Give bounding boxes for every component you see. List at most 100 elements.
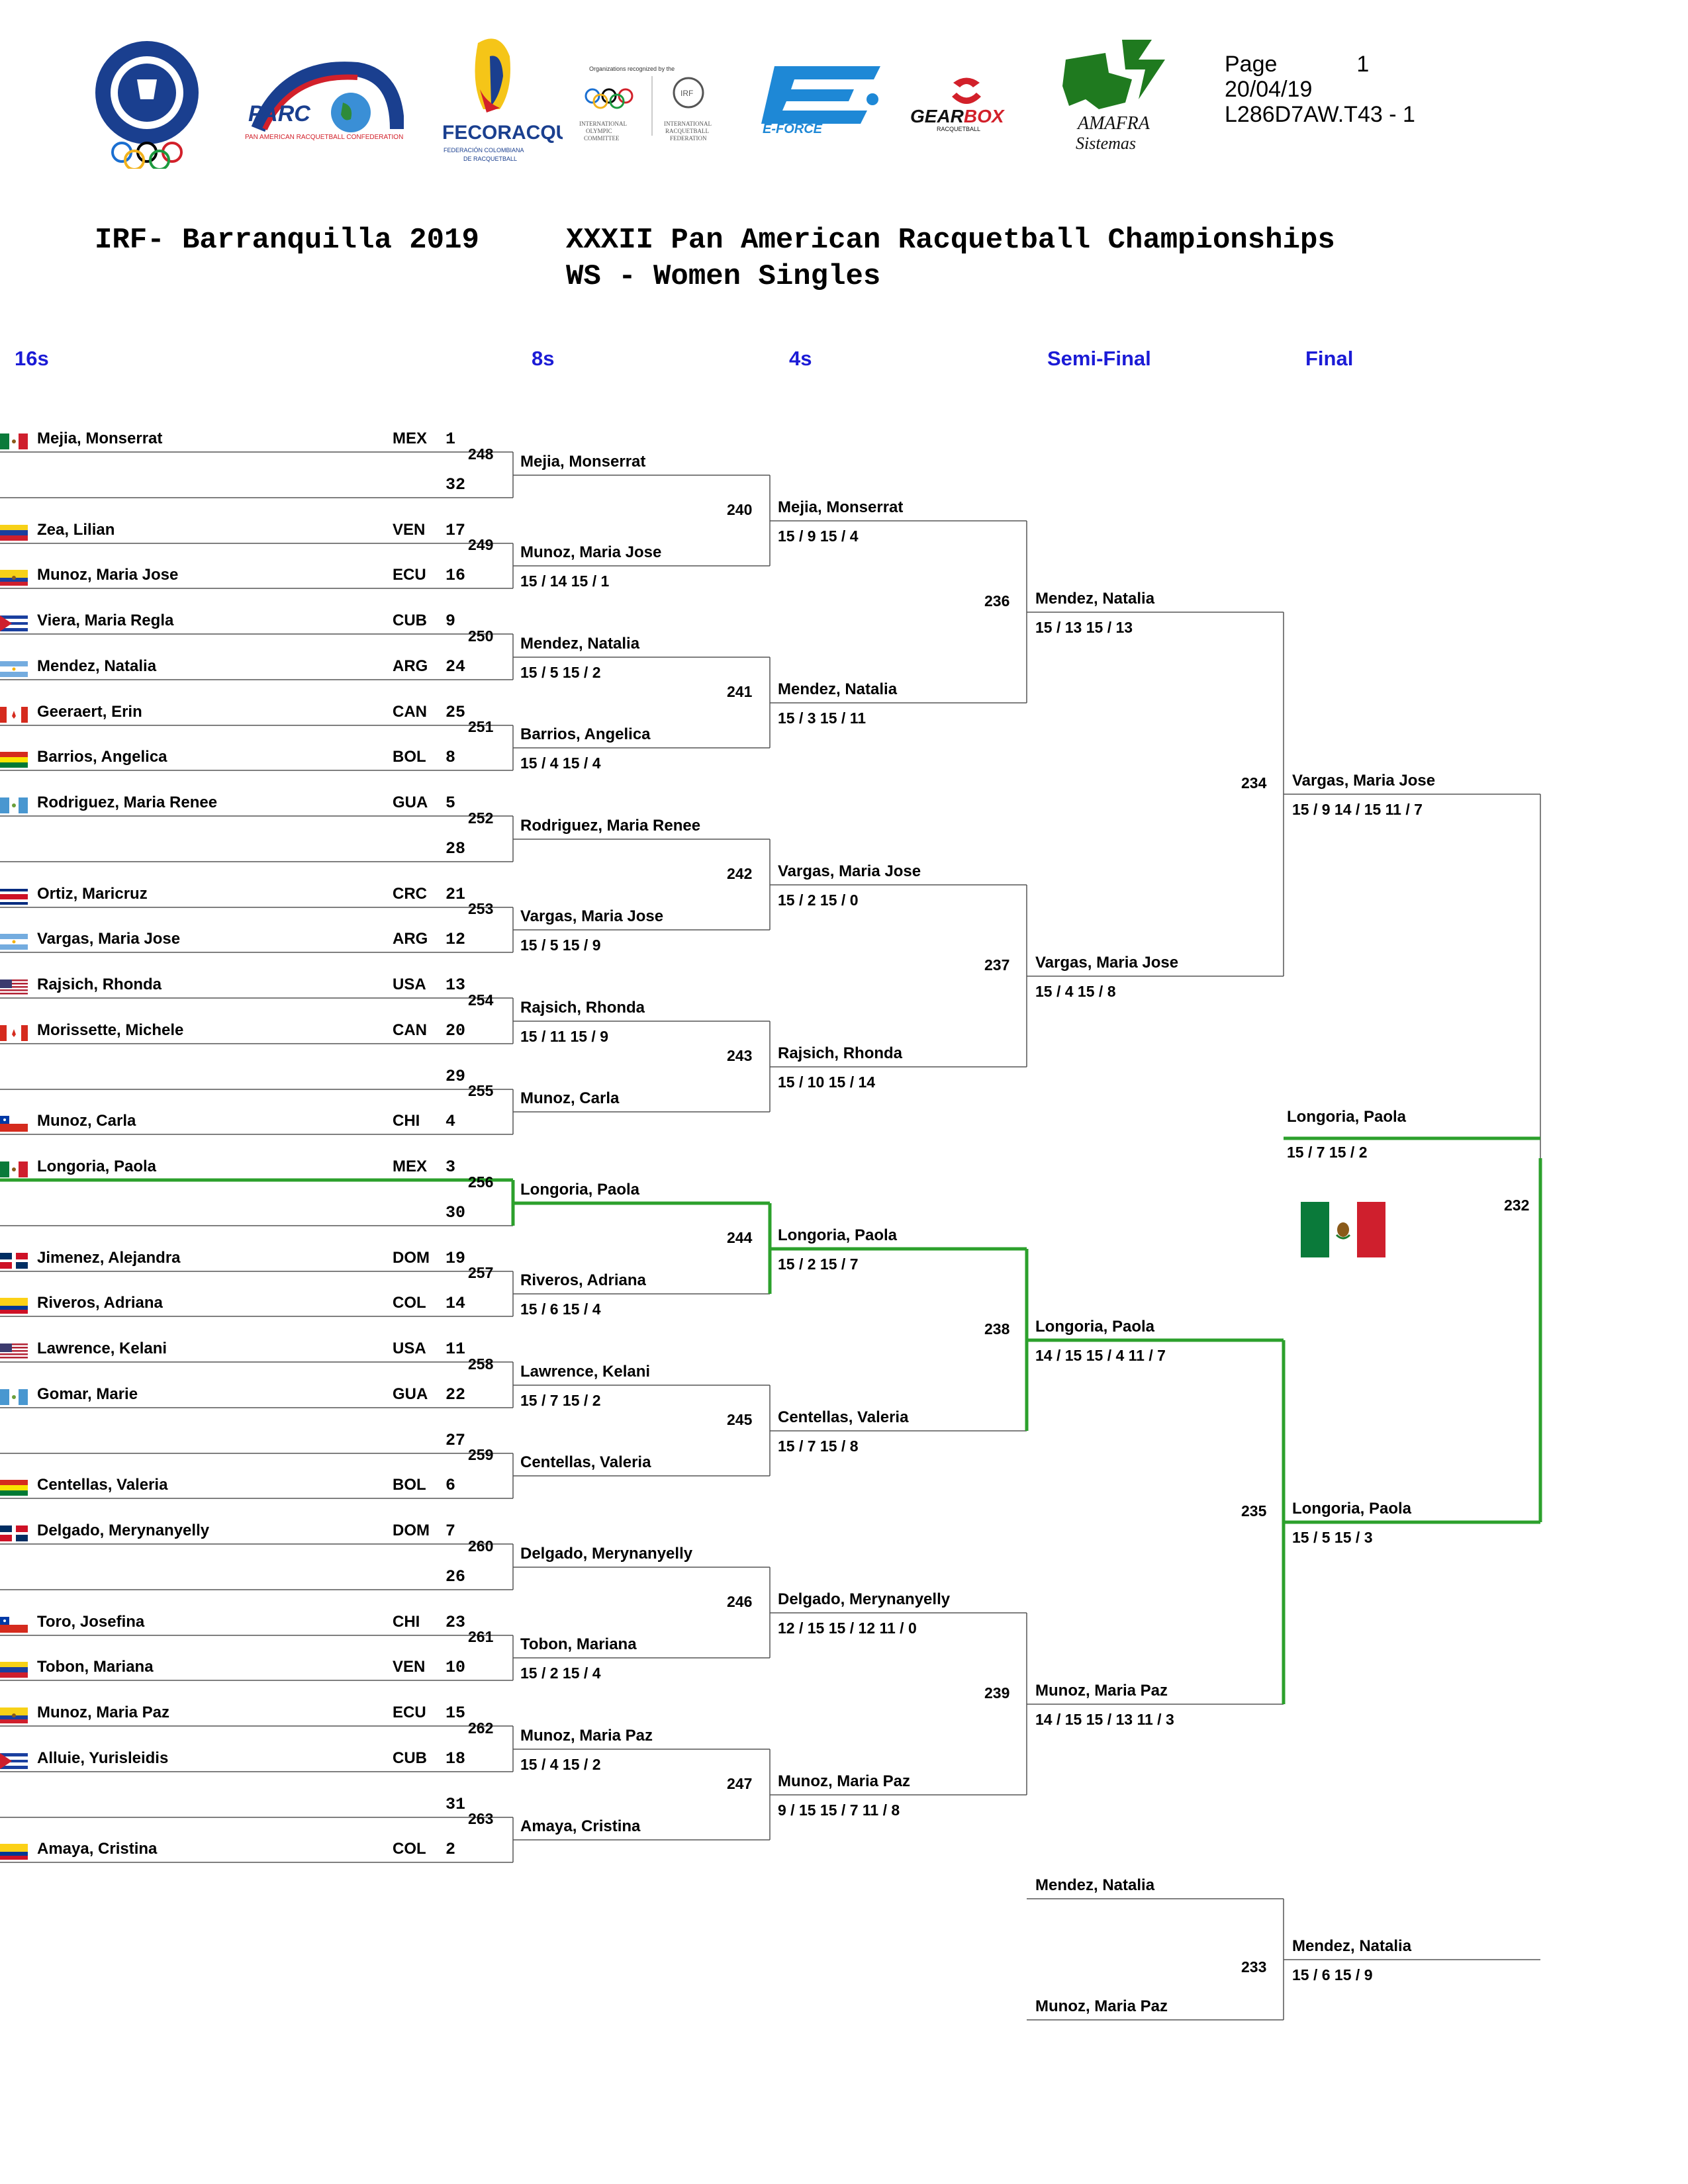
svg-text:AMAFRA: AMAFRA <box>1076 113 1150 134</box>
player-country: CAN <box>393 703 427 721</box>
player-seed: 22 <box>445 1385 466 1404</box>
match-winner: Munoz, Maria Jose <box>520 543 662 561</box>
match-winner: Munoz, Maria Paz <box>1035 1682 1168 1700</box>
flag-graphic <box>0 707 28 723</box>
player-country: CRC <box>393 885 427 903</box>
player-seed: 24 <box>445 657 466 676</box>
round-header-4s: 4s <box>789 347 812 370</box>
panam-sports-logo <box>81 33 213 171</box>
match-number: 242 <box>727 865 753 882</box>
player-country: ARG <box>393 930 428 948</box>
match-number: 244 <box>727 1229 753 1246</box>
player-country: COL <box>393 1840 426 1858</box>
flag-bol-icon <box>0 752 28 768</box>
player-name: Mejia, Monserrat <box>37 430 163 447</box>
flag-graphic <box>0 1617 28 1633</box>
flag-usa-icon <box>0 1343 28 1359</box>
player-country: USA <box>393 976 426 993</box>
flag-chi-icon <box>0 1617 28 1633</box>
flag-bol-icon <box>0 1480 28 1496</box>
match-number: 240 <box>727 501 753 518</box>
match-score: 15 / 9 15 / 4 <box>778 527 859 545</box>
match-number: 232 <box>1504 1197 1530 1214</box>
flag-graphic <box>0 1343 28 1359</box>
flag-graphic <box>0 1116 28 1132</box>
report-code: L286D7AW.T43 - 1 <box>1225 102 1415 127</box>
champion-name: Longoria, Paola <box>1287 1108 1407 1126</box>
player-name: Gomar, Marie <box>37 1385 138 1403</box>
match-score: 15 / 3 15 / 11 <box>778 709 867 727</box>
championship-title: XXXII Pan American Racquetball Champions… <box>566 224 1335 257</box>
player-name: Vargas, Maria Jose <box>37 930 181 948</box>
svg-text:INTERNATIONAL: INTERNATIONAL <box>579 120 627 127</box>
player-country: ARG <box>393 657 428 675</box>
gearbox-logo: GEARBOX RACQUETBALL <box>907 73 1026 132</box>
round-header-16s: 16s <box>15 347 49 370</box>
match-score: 12 / 15 15 / 12 11 / 0 <box>778 1619 917 1637</box>
player-name: Munoz, Carla <box>37 1112 136 1130</box>
player-seed: 8 <box>445 748 456 767</box>
svg-text:RACQUETBALL: RACQUETBALL <box>665 128 709 134</box>
match-winner: Longoria, Paola <box>520 1181 640 1199</box>
match-score: 15 / 7 15 / 2 <box>520 1392 601 1409</box>
flag-graphic <box>0 433 28 449</box>
match-number: 237 <box>984 956 1010 974</box>
player-seed: 5 <box>445 794 456 813</box>
match-number: 251 <box>468 718 494 735</box>
match-number: 260 <box>468 1537 494 1555</box>
player-country: MEX <box>393 430 428 447</box>
match-score: 15 / 10 15 / 14 <box>778 1073 876 1091</box>
match-score: 15 / 6 15 / 4 <box>520 1300 601 1318</box>
round-header-final: Final <box>1305 347 1354 370</box>
player-seed: 28 <box>445 839 466 858</box>
match-score: 14 / 15 15 / 13 11 / 3 <box>1035 1711 1174 1728</box>
match-score: 15 / 14 15 / 1 <box>520 572 610 590</box>
flag-ven-icon <box>0 1662 28 1678</box>
match-number: 243 <box>727 1047 753 1064</box>
player-seed: 3 <box>445 1158 456 1177</box>
flag-graphic <box>0 1753 28 1769</box>
round-header-semifinal: Semi-Final <box>1047 347 1151 370</box>
player-seed: 13 <box>445 976 466 995</box>
match-score: 15 / 13 15 / 13 <box>1035 619 1133 636</box>
flag-col-icon <box>0 1844 28 1860</box>
flag-dom-icon <box>0 1525 28 1541</box>
player-country: CHI <box>393 1613 420 1631</box>
match-winner: Longoria, Paola <box>1292 1500 1412 1518</box>
player-seed: 9 <box>445 612 456 631</box>
flag-ecu-icon <box>0 570 28 586</box>
match-winner: Vargas, Maria Jose <box>520 907 664 925</box>
player-seed: 30 <box>445 1203 466 1222</box>
player-seed: 7 <box>445 1522 456 1541</box>
player-country: COL <box>393 1294 426 1312</box>
flag-can-icon <box>0 1025 28 1041</box>
flag-cub-icon <box>0 1753 28 1769</box>
player-name: Amaya, Cristina <box>37 1840 158 1858</box>
flag-graphic <box>0 1298 28 1314</box>
match-score: 15 / 7 15 / 8 <box>778 1437 859 1455</box>
division-title: WS - Women Singles <box>566 260 881 293</box>
svg-text:IRF: IRF <box>680 89 693 98</box>
match-number: 250 <box>468 627 494 645</box>
flag-graphic <box>0 1161 28 1177</box>
flag-graphic <box>0 525 28 541</box>
flag-graphic <box>0 752 28 768</box>
player-name: Toro, Josefina <box>37 1613 145 1631</box>
champion-flag-mex <box>1301 1202 1385 1257</box>
match-winner: Mendez, Natalia <box>1035 590 1155 608</box>
svg-text:Organizations recognized by th: Organizations recognized by the <box>589 66 675 72</box>
match-winner: Delgado, Merynanyelly <box>778 1590 951 1608</box>
flag-col-icon <box>0 1298 28 1314</box>
player-seed: 2 <box>445 1840 456 1859</box>
player-country: BOL <box>393 748 426 766</box>
player-seed: 11 <box>445 1340 466 1359</box>
match-number: 238 <box>984 1320 1010 1338</box>
player-name: Longoria, Paola <box>37 1158 157 1175</box>
match-score: 15 / 11 15 / 9 <box>520 1028 609 1045</box>
eforce-logo: E-FORCE <box>755 63 887 136</box>
flag-cub-icon <box>0 615 28 631</box>
flag-graphic <box>0 1707 28 1723</box>
player-seed: 1 <box>445 430 456 449</box>
flag-ecu-icon <box>0 1707 28 1723</box>
player-country: DOM <box>393 1522 430 1539</box>
